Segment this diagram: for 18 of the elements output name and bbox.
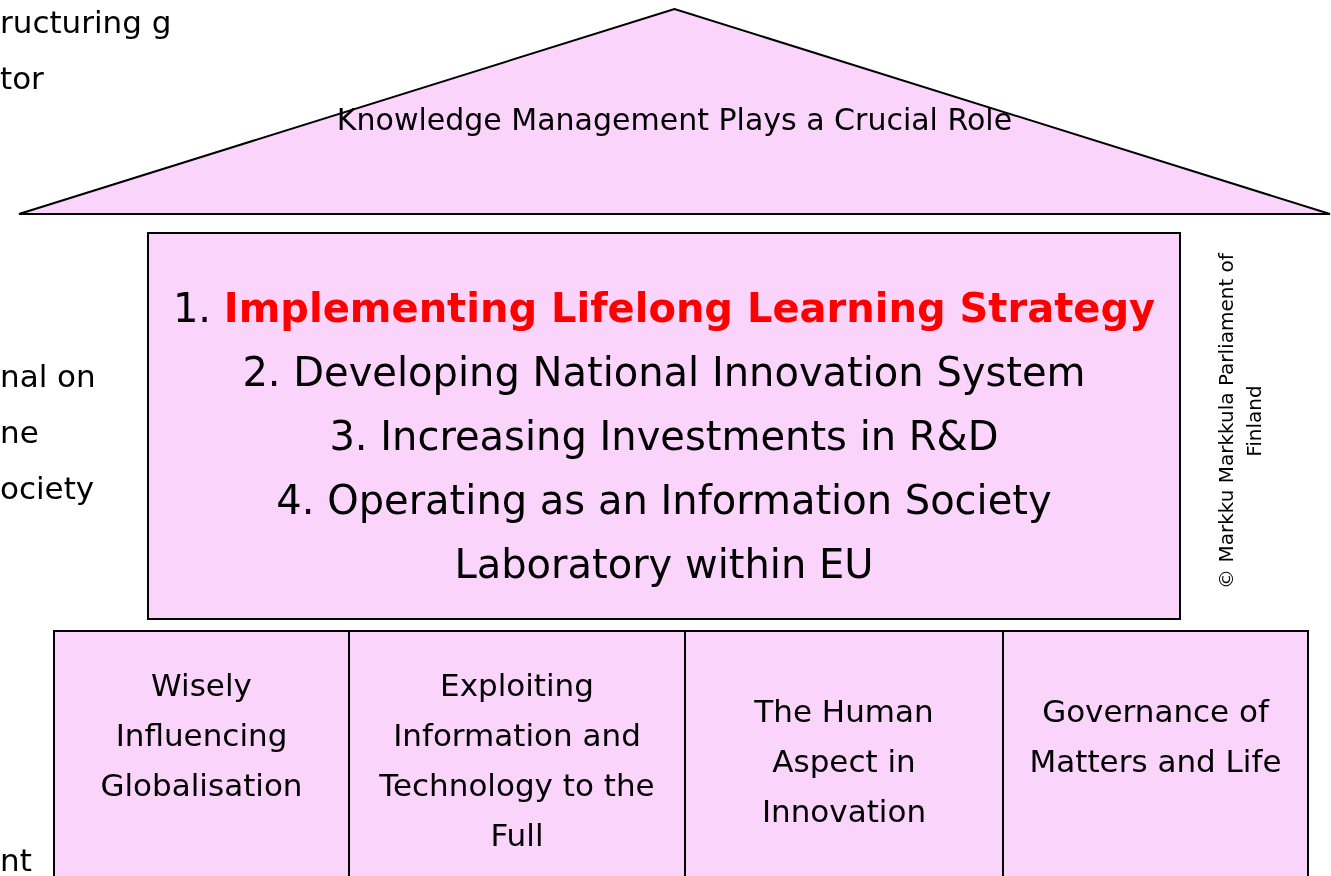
pillar-box (348, 630, 686, 876)
goal-text: 4. Operating as an Information Society Laboratory within EU (275, 476, 1053, 589)
pillar-text: Wisely Influencing Globalisation (99, 666, 304, 805)
pillar-box (53, 630, 350, 876)
goal-text: 2. Developing National Innovation System (241, 348, 1087, 397)
pillar-text: The Human Aspect in Innovation (753, 692, 935, 831)
copyright-note: © Markku Markkula Parliament of Finland (1213, 251, 1267, 591)
pillar-box (1002, 630, 1309, 876)
side-text: nt (0, 841, 33, 876)
roof-text: Knowledge Management Plays a Crucial Role (335, 101, 1014, 139)
side-text: nal on ne ociety (0, 357, 97, 508)
goal-text: 3. Increasing Investments in R&D (328, 412, 1000, 461)
side-text: ructuring g tor (0, 3, 173, 98)
pillar-text: Exploiting Information and Technology to the Full (378, 666, 656, 855)
pillar-box (684, 630, 1004, 876)
goal-panel (147, 232, 1181, 620)
pillar-text: Governance of Matters and Life (1028, 692, 1283, 781)
goal-text: 1. Implementing Lifelong Learning Strategy (171, 284, 1157, 333)
